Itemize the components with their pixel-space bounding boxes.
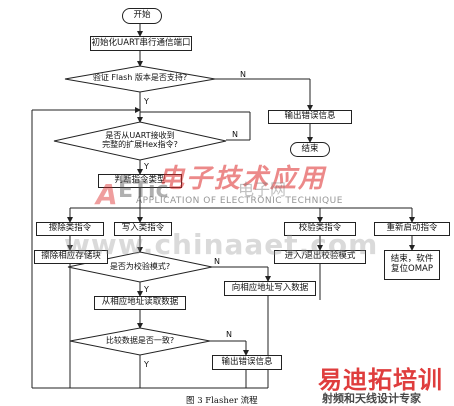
verify-flash-diamond: [64, 65, 216, 93]
label-y-verify: Y: [144, 97, 149, 106]
restart-cmd-box: 重新启动指令: [374, 222, 450, 236]
output-error-box-1: 输出错误信息: [268, 110, 352, 124]
compare-data-diamond: [69, 327, 211, 356]
verify-flash-text: 验证 Flash 版本是否支持?: [92, 73, 188, 82]
output-error-box-2: 输出错误信息: [212, 355, 282, 370]
label-y-compare: Y: [144, 360, 149, 369]
label-y-is-verify: Y: [144, 285, 149, 294]
label-n-compare: N: [226, 330, 232, 339]
received-hex-text: 是否从UART接收到 完整的扩展Hex指令?: [102, 131, 178, 150]
start-node: 开始: [122, 8, 162, 24]
init-uart-box: 初始化UART串行通信端口: [90, 36, 192, 51]
write-cmd-box: 写入类指令: [114, 222, 172, 236]
verify-cmd-box: 校验类指令: [284, 222, 356, 236]
label-n-received: N: [232, 130, 238, 139]
erase-storage-box: 擦除相应存储块: [34, 250, 108, 264]
read-data-box: 从相应地址读取数据: [94, 296, 186, 310]
write-data-box: 向相应地址写入数据: [224, 281, 316, 296]
is-verify-mode-text: 是否为校验模式?: [109, 262, 171, 271]
label-y-received: Y: [144, 162, 149, 171]
label-n-is-verify: N: [214, 257, 220, 266]
label-n-verify: N: [240, 70, 246, 79]
enter-exit-verify-box: 进入/退出校验模式: [274, 250, 366, 264]
received-hex-diamond: [53, 121, 227, 161]
end-reset-box: 结束，软件 复位OMAP: [384, 250, 440, 280]
figure-caption: 图 3 Flasher 流程: [186, 396, 258, 406]
end-node-1: 结束: [290, 142, 330, 157]
erase-cmd-box: 擦除类指令: [36, 222, 104, 236]
compare-data-text: 比较数据是否一致?: [105, 336, 175, 345]
judge-type-box: 判断指令类型: [98, 174, 182, 188]
